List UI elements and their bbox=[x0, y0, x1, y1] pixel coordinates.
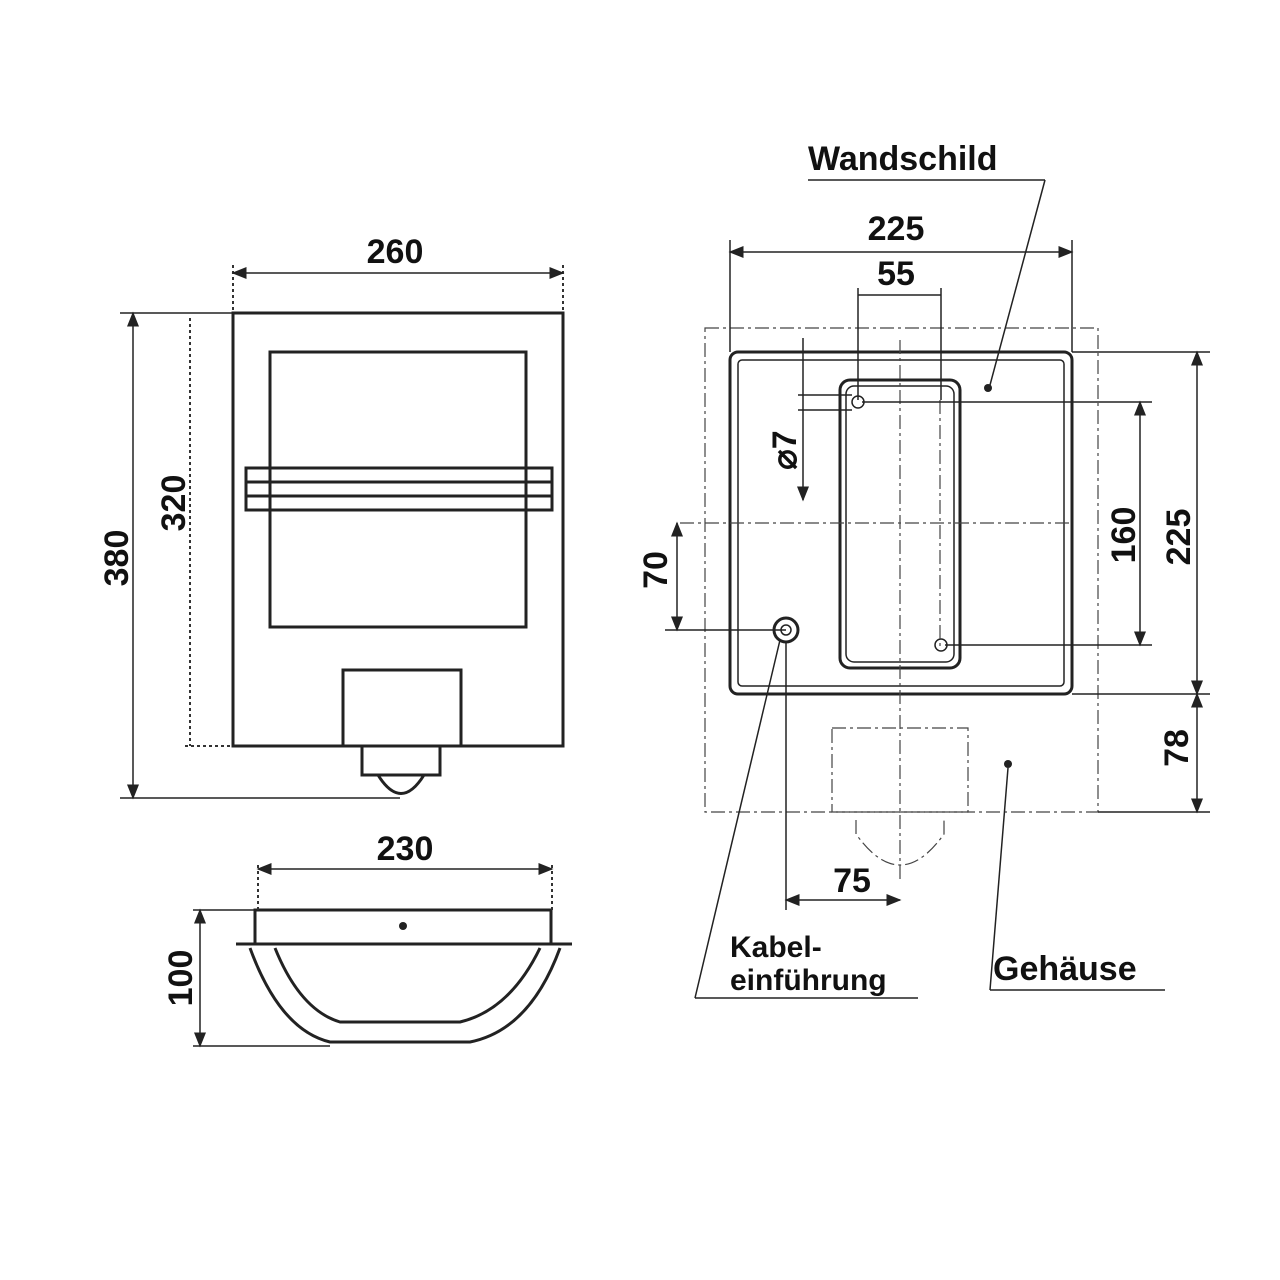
diffuser-outer bbox=[248, 947, 562, 1044]
dim-hole-spacing-v: 160 bbox=[1105, 507, 1143, 564]
dim-cable-offset-h: 75 bbox=[833, 862, 871, 900]
housing-outline-phantom bbox=[704, 327, 1099, 813]
dim-width: 260 bbox=[367, 233, 424, 271]
sensor-box bbox=[341, 668, 463, 748]
dim-housing-height: 320 bbox=[155, 475, 193, 532]
sensor-mount bbox=[360, 746, 442, 777]
dim-hole-spacing: 55 bbox=[877, 255, 915, 293]
dim-plate-height: 225 bbox=[1160, 509, 1198, 566]
housing-outline bbox=[231, 311, 565, 748]
mounting-view: 225 55 ⌀7 70 160 225 78 75 Wandschild bbox=[637, 140, 1210, 999]
sensor-lens bbox=[376, 774, 426, 795]
label-cable-entry-2: einführung bbox=[730, 964, 887, 997]
dim-bottom-width: 230 bbox=[377, 830, 434, 868]
label-cable-entry-1: Kabel- bbox=[730, 931, 822, 964]
crossbar bbox=[244, 466, 554, 512]
dim-total-height: 380 bbox=[98, 530, 136, 587]
glass-panel bbox=[268, 350, 528, 629]
front-view: 260 380 320 bbox=[98, 233, 565, 800]
label-housing: Gehäuse bbox=[993, 950, 1137, 988]
dim-plate-width: 225 bbox=[868, 210, 925, 248]
bottom-view: 230 100 bbox=[162, 830, 572, 1048]
dim-sensor-height: 78 bbox=[1158, 729, 1196, 767]
label-wall-plate: Wandschild bbox=[808, 140, 998, 178]
dim-cable-offset-v: 70 bbox=[637, 551, 675, 589]
dim-hole-diameter: ⌀7 bbox=[766, 430, 804, 469]
dim-depth: 100 bbox=[162, 950, 200, 1007]
